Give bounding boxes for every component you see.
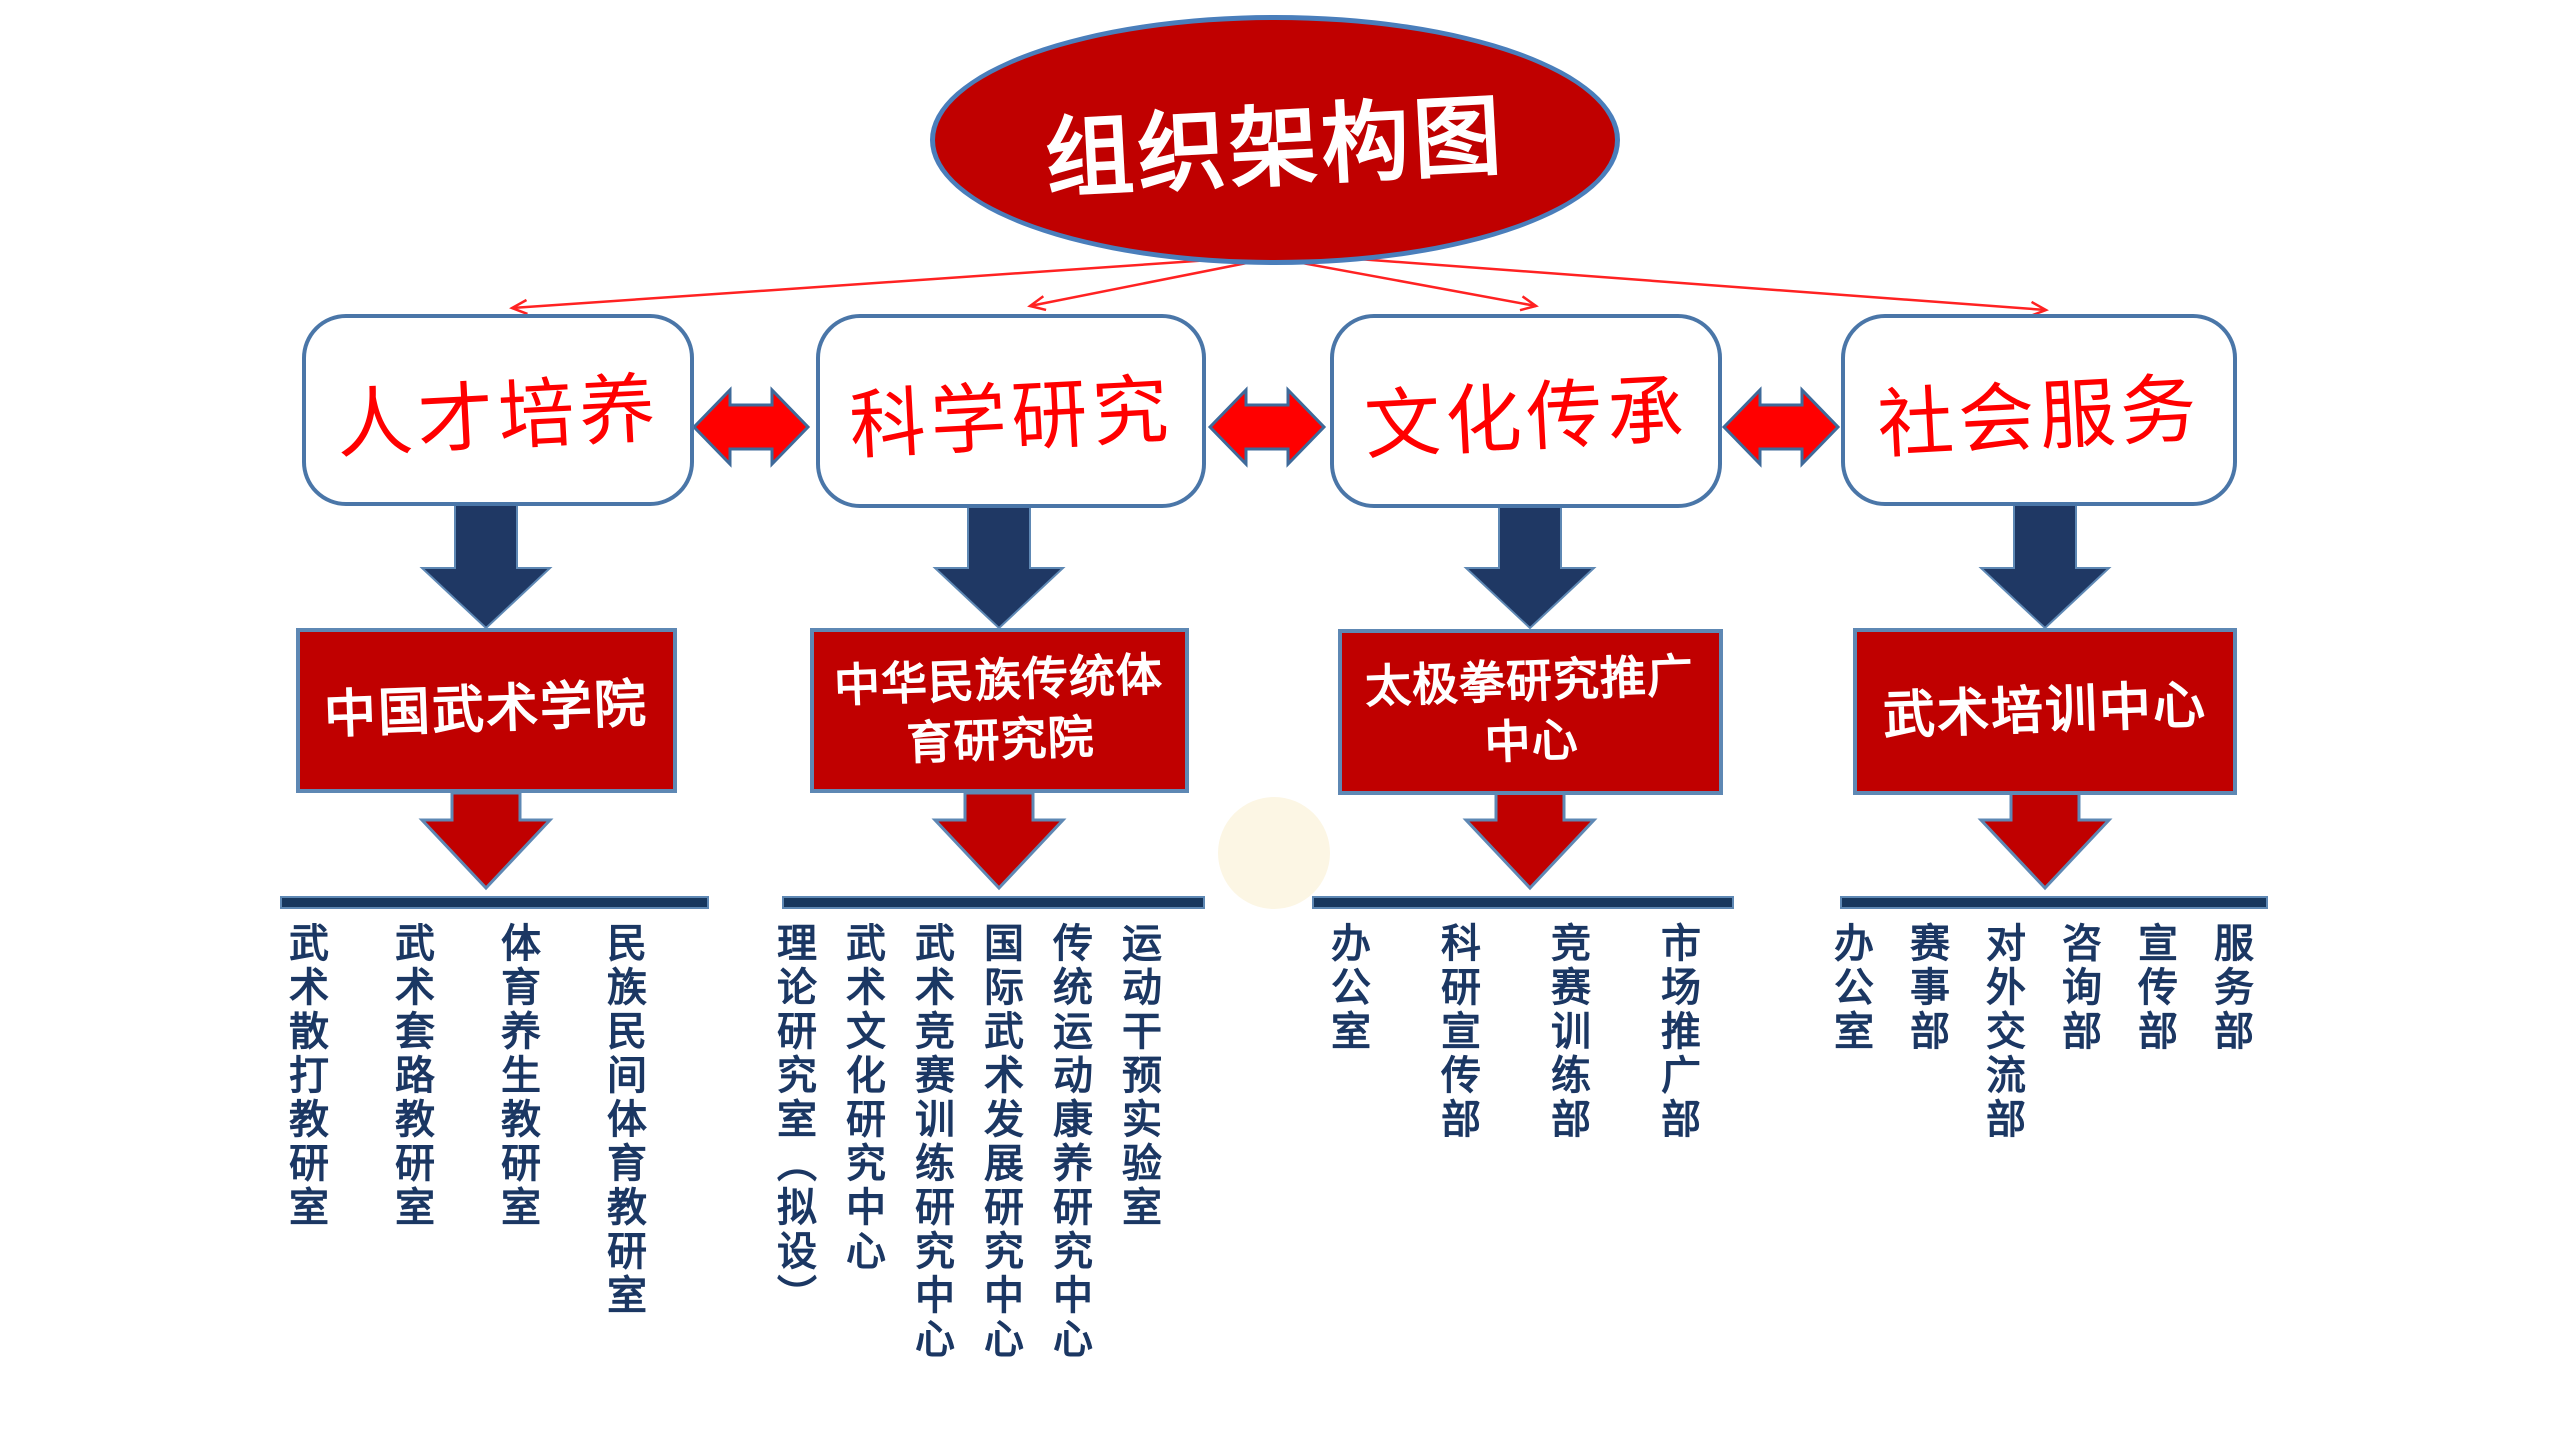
red-down-arrow-4 (1977, 791, 2113, 891)
department-item: 科研宣传部 (1435, 922, 1479, 1142)
department-group-1: 武术散打教研室 武术套路教研室 体育养生教研室 民族民间体育教研室 (283, 922, 645, 1318)
navy-down-arrow-1 (419, 504, 553, 630)
department-line-2 (782, 896, 1205, 909)
cream-watermark-circle (1218, 797, 1330, 909)
red-down-arrow-3 (1462, 791, 1598, 891)
page-title: 组织架构图 (1043, 85, 1508, 209)
unit-label: 太极拳研究推广中心 (1364, 649, 1695, 769)
department-item: 竞赛训练部 (1545, 922, 1589, 1142)
double-arrow-1 (691, 386, 811, 468)
navy-down-arrow-2 (932, 504, 1066, 630)
department-item: 国际武术发展研究中心 (978, 922, 1022, 1362)
department-item: 对外交流部 (1980, 922, 2024, 1142)
department-line-3 (1312, 896, 1734, 909)
department-item: 武术文化研究中心 (840, 922, 884, 1274)
unit-box-traditional-sports-institute: 中华民族传统体育研究院 (810, 628, 1189, 793)
department-item: 市场推广部 (1655, 922, 1699, 1142)
department-item: 宣传部 (2132, 922, 2176, 1054)
department-item: 武术散打教研室 (283, 922, 327, 1230)
department-item: 运动干预实验室 (1116, 922, 1160, 1230)
title-ellipse: 组织架构图 (930, 15, 1620, 265)
unit-label: 中国武术学院 (323, 675, 650, 745)
unit-box-taijiquan-center: 太极拳研究推广中心 (1338, 629, 1723, 795)
department-item: 服务部 (2208, 922, 2252, 1054)
red-down-arrow-1 (418, 791, 554, 891)
department-item: 咨询部 (2056, 922, 2100, 1054)
department-line-4 (1840, 896, 2268, 909)
department-line-1 (280, 896, 709, 909)
double-arrow-3 (1721, 386, 1841, 468)
pillar-label: 文化传承 (1362, 367, 1691, 470)
department-item: 办公室 (1828, 922, 1872, 1054)
department-item: 传统运动康养研究中心 (1047, 922, 1091, 1362)
department-item: 办公室 (1325, 922, 1369, 1054)
unit-box-wushu-training-center: 武术培训中心 (1853, 628, 2237, 795)
department-item: 武术竞赛训练研究中心 (909, 922, 953, 1362)
navy-down-arrow-group (419, 504, 2112, 630)
department-group-2: 理论研究室（拟设） 武术文化研究中心 武术竞赛训练研究中心 国际武术发展研究中心… (771, 922, 1160, 1362)
navy-down-arrow-4 (1978, 504, 2112, 630)
red-down-arrow-2 (931, 791, 1067, 891)
double-arrow-2 (1207, 386, 1327, 468)
pillar-label: 社会服务 (1875, 366, 2204, 469)
department-group-3: 办公室 科研宣传部 竞赛训练部 市场推广部 (1325, 922, 1699, 1142)
pillar-box-social-service: 社会服务 (1841, 314, 2237, 506)
department-group-4: 办公室 赛事部 对外交流部 咨询部 宣传部 服务部 (1828, 922, 2252, 1142)
pillar-label: 人才培养 (334, 366, 663, 469)
department-item: 赛事部 (1904, 922, 1948, 1054)
unit-label: 中华民族传统体育研究院 (833, 647, 1164, 769)
pillar-label: 科学研究 (847, 367, 1176, 470)
unit-label: 武术培训中心 (1882, 676, 2208, 746)
department-item: 武术套路教研室 (389, 922, 433, 1230)
department-item: 民族民间体育教研室 (601, 922, 645, 1318)
fan-line-talent (509, 252, 1299, 316)
pillar-box-cultural-heritage: 文化传承 (1330, 314, 1722, 508)
unit-box-wushu-academy: 中国武术学院 (296, 628, 677, 793)
navy-down-arrow-3 (1463, 504, 1597, 630)
department-item: 理论研究室（拟设） (771, 922, 815, 1318)
department-item: 体育养生教研室 (495, 922, 539, 1230)
pillar-box-scientific-research: 科学研究 (816, 314, 1206, 508)
pillar-box-talent-training: 人才培养 (302, 314, 694, 506)
